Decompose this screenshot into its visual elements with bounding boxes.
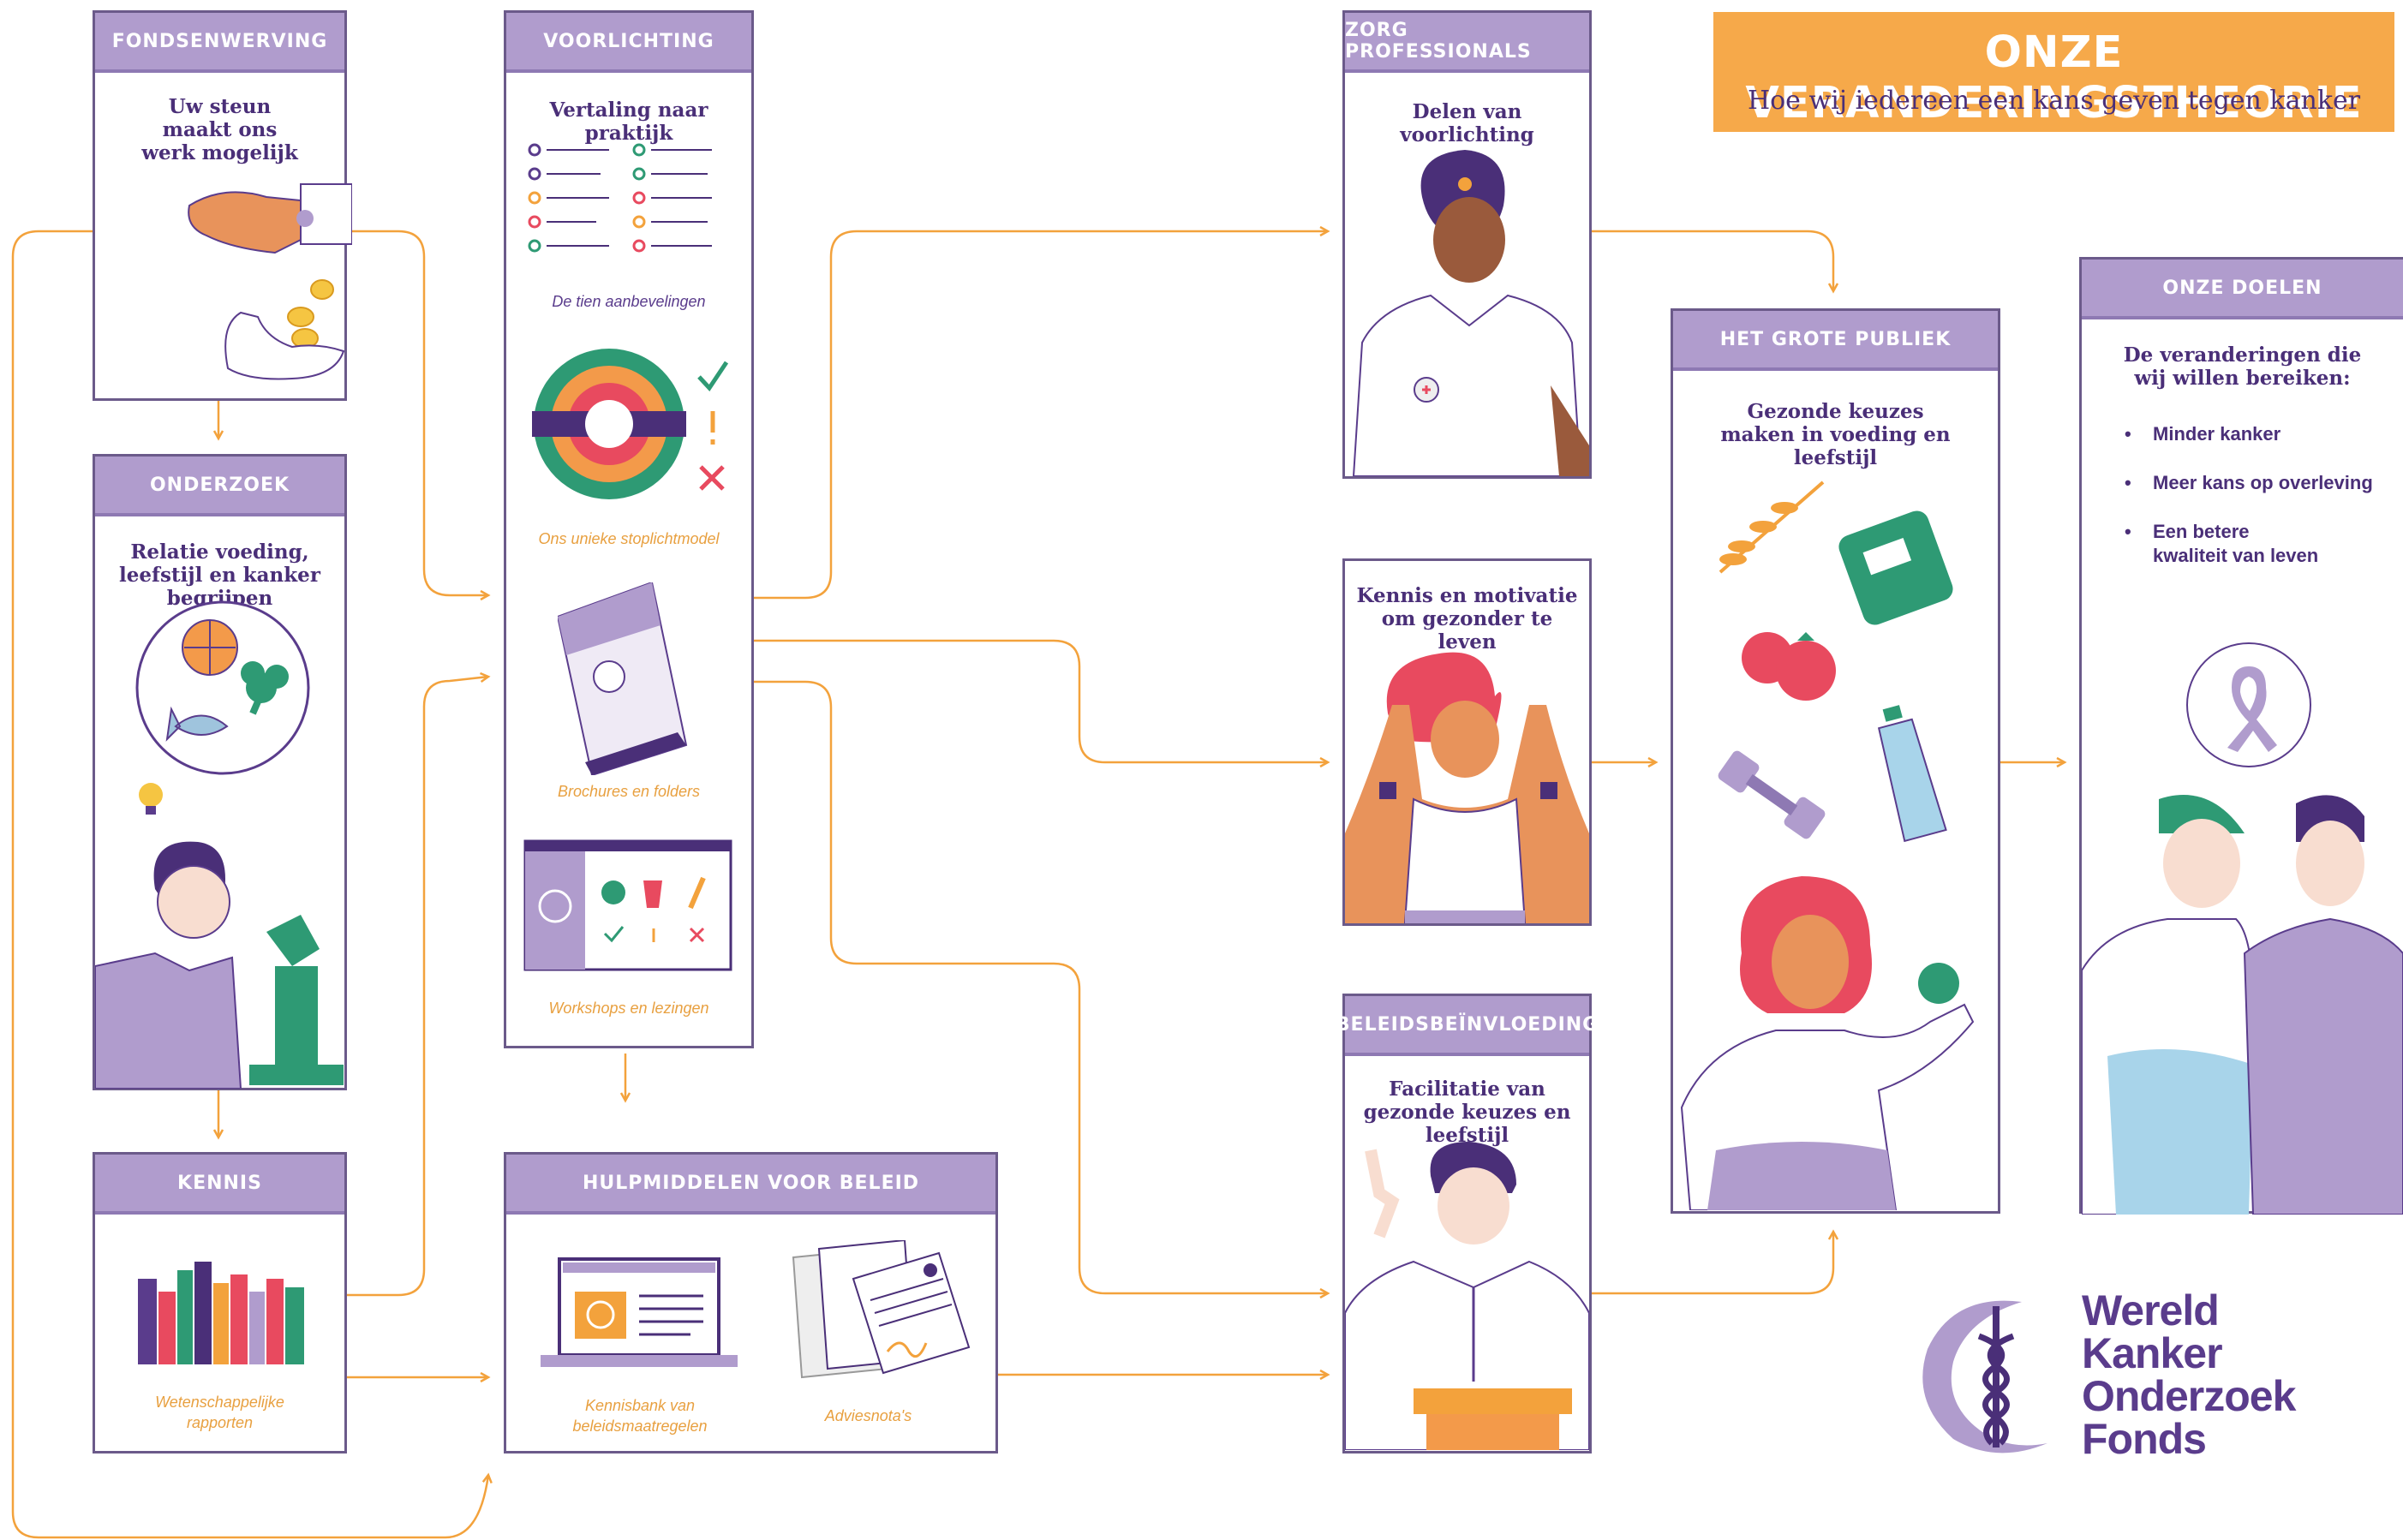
card-header: FONDSENWERVING [95,13,344,73]
card-beleidsbeinvloeding: BELEIDSBEÏNVLOEDING Facilitatie van gezo… [1336,994,1598,1453]
card-header: HULPMIDDELEN VOOR BELEID [506,1155,995,1215]
lightbulb-icon [139,783,163,815]
caption-brochures: Brochures en folders [557,783,701,800]
brochure-icon [558,582,688,775]
title-banner: ONZE VERANDERINGSTHEORIE Hoe wij iederee… [1713,12,2394,132]
logo-wordmark: Wereld Kanker Onderzoek Fonds [2082,1286,2296,1463]
caption-workshops: Workshops en lezingen [548,1000,709,1017]
card-subtitle: Relatie voeding, leefstijl en kanker beg… [119,540,320,610]
card-subtitle: Uw steun maakt ons werk mogelijk [141,95,298,164]
card-het-grote-publiek: HET GROTE PUBLIEK Gezonde keuzes maken i… [1671,308,2000,1214]
card-onderzoek: ONDERZOEK Relatie voeding, leefstijl en … [93,454,347,1090]
page-title: ONZE VERANDERINGSTHEORIE [1745,27,2363,128]
card-subtitle: Facilitatie van gezonde keuzes en leefst… [1363,1077,1571,1147]
card-header: HET GROTE PUBLIEK [1673,311,1998,371]
card-subtitle: Vertaling naar praktijk [549,98,708,145]
woman-apple-icon [1680,876,1975,1210]
laptop-icon [541,1257,738,1367]
logo-line: Fonds [2082,1415,2207,1463]
couple-icon [2082,795,2403,1215]
page-subtitle: Hoe wij iedereen een kans geven tegen ka… [1747,86,2361,116]
traffic-light-target-icon [532,349,729,499]
checklist-icon [528,143,712,253]
documents-icon [792,1240,971,1379]
water-bottle-icon [1877,705,1947,843]
nurse-icon [1352,150,1589,476]
card-subtitle: Gezonde keuzes maken in voeding en leefs… [1720,400,1951,469]
scale-icon [1838,510,1953,625]
card-kennis-motivatie: Kennis en motivatie om gezonder te leven [1342,558,1592,926]
arrow-fonds-to-voorlichting [347,230,488,595]
caption-adviesnotas: Adviesnota's [824,1407,912,1424]
logo-line: Wereld [2082,1286,2220,1334]
card-header: ONDERZOEK [95,457,344,516]
logo-line: Kanker [2082,1329,2223,1377]
arrow-kennis-to-voorlichting [347,677,488,1297]
books-icon [138,1262,304,1364]
food-plate-icon [135,600,310,775]
card-header: ONZE DOELEN [2082,260,2403,319]
caption-tien-aanbevelingen: De tien aanbevelingen [552,293,706,310]
card-subtitle: Delen van voorlichting [1400,100,1534,146]
card-fondsenwerving: FONDSENWERVING Uw steun maakt ons werk m… [93,10,352,401]
speaker-icon [1345,1142,1589,1450]
ribbon-icon [2186,642,2311,767]
card-kennis: KENNIS Wetenschappelijke rapporten [93,1152,347,1453]
card-header: KENNIS [95,1155,344,1215]
card-header: VOORLICHTING [506,13,751,73]
card-zorg-professionals: ZORG PROFESSIONALS Delen van voorlichtin… [1342,10,1592,479]
hand-coins-icon [188,183,352,380]
card-subtitle: Kennis en motivatie om gezonder te leven [1356,584,1578,654]
card-onze-doelen: ONZE DOELEN De veranderingen die wij wil… [2079,257,2403,1215]
wheat-icon [1719,481,1825,574]
tomato-icon [1742,632,1836,701]
caption-kennisbank: Kennisbank van beleidsmaatregelen [572,1397,708,1435]
flexing-woman-icon [1345,652,1589,923]
card-header: ZORG PROFESSIONALS [1345,13,1589,73]
card-voorlichting: VOORLICHTING Vertaling naar praktijk De … [504,10,754,1048]
caption-stoplichtmodel: Ons unieke stoplichtmodel [538,530,720,547]
goal-item: Een betere kwaliteit van leven [2125,520,2324,568]
goal-item: Minder kanker [2125,422,2373,446]
caduceus-logo-icon [1922,1300,2047,1453]
arrow-beleid-to-publiek [1592,1232,1833,1295]
logo-line: Onderzoek [2082,1372,2296,1420]
arrow-voorlichting-to-zorg [754,231,1328,600]
card-hulpmiddelen: HULPMIDDELEN VOOR BELEID Kennisbank van … [504,1152,998,1453]
card-header: BELEIDSBEÏNVLOEDING [1336,996,1598,1056]
goal-item: Meer kans op overleving [2125,471,2373,495]
goals-list: Minder kanker Meer kans op overleving Ee… [2125,422,2373,593]
card-subtitle: De veranderingen die wij willen bereiken… [2123,343,2362,390]
workshop-board-icon [523,839,732,971]
caption-wetenschappelijke-rapporten: Wetenschappelijke rapporten [155,1394,284,1431]
microscope-icon [95,841,344,1089]
arrow-zorg-to-publiek [1592,230,1833,291]
arrow-voorlichting-to-motivatie [754,639,1328,762]
dumbbell-icon [1718,750,1826,839]
